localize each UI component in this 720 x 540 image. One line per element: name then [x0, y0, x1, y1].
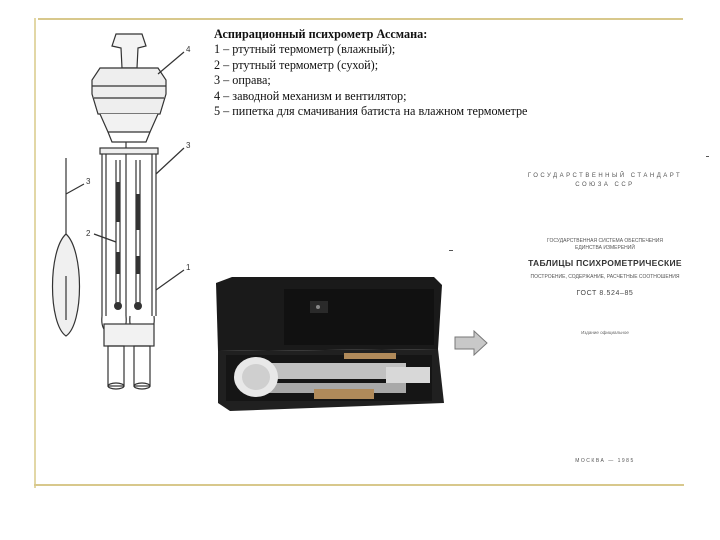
caption-item-4: 4 – заводной механизм и вентилятор;: [214, 88, 407, 103]
doc-agency: ГОСУДАРСТВЕННЫЙ СТАНДАРТ СОЮЗА ССР: [506, 172, 704, 190]
scan-mark: [449, 250, 453, 251]
doc-edition: Издание официальное: [581, 330, 629, 335]
doc-subtitle: ПОСТРОЕНИЕ, СОДЕРЖАНИЕ, РАСЧЕТНЫЕ СООТНО…: [530, 274, 680, 280]
doc-title: ТАБЛИЦЫ ПСИХРОМЕТРИЧЕСКИЕ: [528, 258, 682, 268]
caption-item-3: 3 – оправа;: [214, 73, 271, 88]
doc-system-line-1: ГОСУДАРСТВЕННАЯ СИСТЕМА ОБЕСПЕЧЕНИЯ: [547, 238, 663, 244]
drawing-label-4: 4: [186, 45, 191, 54]
drawing-label-3-left: 3: [86, 177, 91, 186]
doc-agency-line-1: ГОСУДАРСТВЕННЫЙ СТАНДАРТ: [527, 173, 683, 179]
caption-block: Аспирационный психрометр Ассмана: 1 – рт…: [214, 27, 684, 119]
left-divider: [34, 18, 36, 488]
device-case-photo: [214, 275, 444, 413]
caption-item-2: 2 – ртутный термометр (сухой);: [214, 57, 379, 72]
scan-mark: [706, 156, 709, 157]
doc-system: ГОСУДАРСТВЕННАЯ СИСТЕМА ОБЕСПЕЧЕНИЯ ЕДИН…: [506, 238, 704, 251]
doc-agency-line-2: СОЮЗА ССР: [575, 182, 635, 188]
drawing-label-3-right: 3: [186, 141, 191, 150]
doc-system-line-2: ЕДИНСТВА ИЗМЕРЕНИЙ: [575, 244, 635, 251]
caption-title: Аспирационный психрометр Ассмана:: [214, 27, 428, 41]
drawing-label-1: 1: [186, 263, 191, 272]
arrow-right-icon: [454, 330, 488, 356]
gost-document-cover: ГОСУДАРСТВЕННЫЙ СТАНДАРТ СОЮЗА ССР ГОСУД…: [506, 160, 704, 480]
doc-code: ГОСТ 8.524–85: [576, 290, 634, 297]
drawing-label-2: 2: [86, 229, 91, 238]
doc-city-year: МОСКВА — 1985: [575, 458, 635, 464]
top-divider: [38, 18, 683, 20]
psychrometer-drawing: 4 3 3 2 1: [52, 33, 191, 390]
bottom-divider: [34, 484, 684, 486]
caption-item-5: 5 – пипетка для смачивания батиста на вл…: [214, 104, 528, 119]
caption-item-1: 1 – ртутный термометр (влажный);: [214, 42, 396, 57]
